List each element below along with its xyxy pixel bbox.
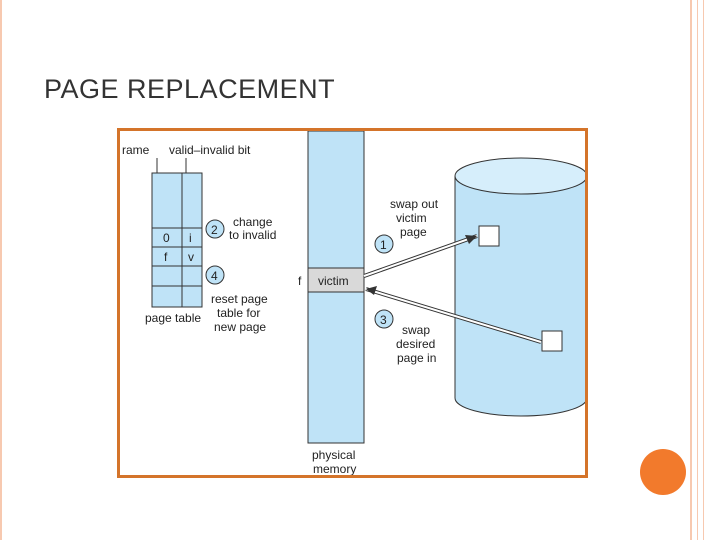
slide-title: PAGE REPLACEMENT — [44, 74, 336, 104]
page-table-header-bit: valid–invalid bit — [169, 143, 251, 157]
step-3-line-3: page in — [397, 351, 436, 365]
victim-label: victim — [318, 274, 349, 288]
frame-line-outer — [690, 0, 692, 540]
pt-row1-bit: i — [189, 231, 192, 245]
frame-line-left — [0, 0, 2, 540]
swap-out-arrow — [363, 234, 478, 278]
step-4-line-3: new page — [214, 320, 266, 334]
step-4-line-2: table for — [217, 306, 260, 320]
step-4-badge — [205, 265, 225, 285]
decorative-circle — [640, 449, 686, 495]
step-1-line-2: victim — [396, 211, 427, 225]
step-1-line-1: swap out — [390, 197, 439, 211]
memory-frame-label: f — [298, 274, 302, 288]
pt-row2-bit: v — [188, 250, 194, 264]
step-3-line-2: desired — [396, 337, 435, 351]
step-1-badge — [374, 234, 394, 254]
page-table-header-frame: rame — [122, 143, 150, 157]
step-2-line-1: change — [233, 215, 273, 229]
step-2-line-2: to invalid — [229, 228, 276, 242]
step-3-line-1: swap — [402, 323, 430, 337]
victim-frame — [307, 267, 365, 293]
pt-row1-frame: 0 — [163, 231, 170, 245]
memory-caption-2: memory — [313, 462, 356, 475]
step-1-line-3: page — [400, 225, 427, 239]
disk-cylinder — [454, 157, 585, 417]
step-2-number: 2 — [211, 223, 218, 237]
victim-page-box-on-disk — [478, 225, 500, 247]
physical-memory — [307, 131, 365, 444]
memory-caption-1: physical — [312, 448, 355, 462]
frame-line-far — [703, 0, 704, 540]
step-1-number: 1 — [380, 238, 387, 252]
page-replacement-figure: victim f physical memory rame valid–inva… — [117, 128, 588, 478]
step-3-number: 3 — [380, 313, 387, 327]
pt-row2-frame: f — [164, 250, 168, 264]
swap-in-arrow — [365, 286, 542, 344]
desired-page-box-on-disk — [541, 330, 563, 352]
step-4-line-1: reset page — [211, 292, 268, 306]
frame-line-inner — [697, 0, 698, 540]
page-table — [151, 172, 203, 308]
page-table-caption: page table — [145, 311, 201, 325]
diagram-canvas: victim f physical memory rame valid–inva… — [122, 131, 585, 475]
step-4-number: 4 — [211, 269, 218, 283]
step-2-badge — [205, 219, 225, 239]
step-3-badge — [374, 309, 394, 329]
